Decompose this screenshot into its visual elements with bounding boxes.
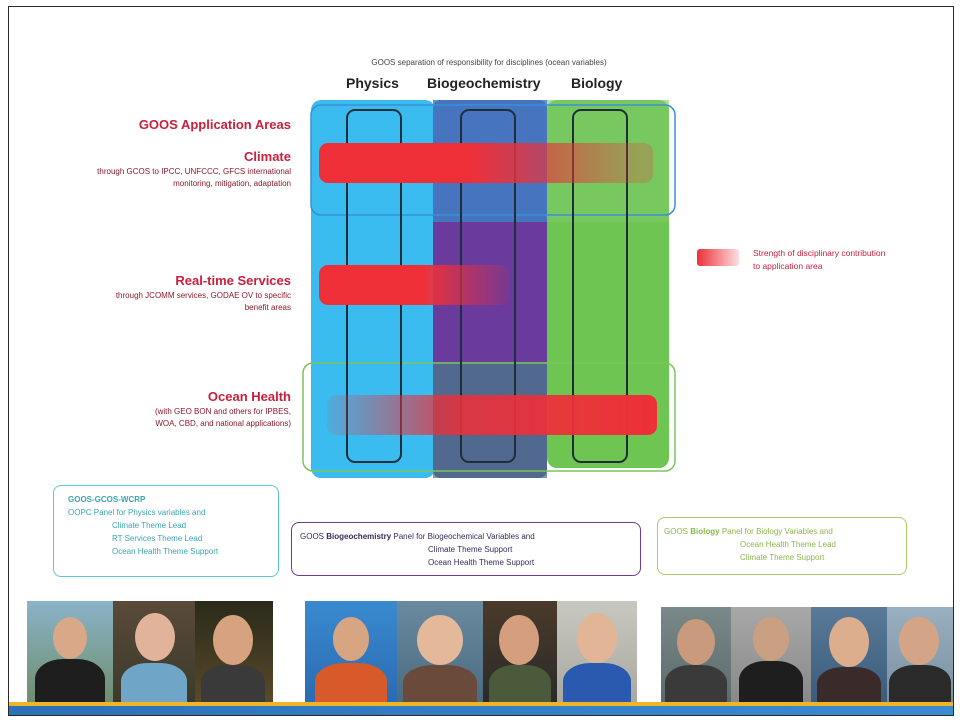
column-header-physics: Physics bbox=[346, 75, 399, 91]
panel-physics-line3: Climate Theme Lead bbox=[112, 521, 187, 530]
panel-biogeochemistry-bold: Biogeochemistry bbox=[326, 532, 392, 541]
panel-biogeochemistry-line1: GOOS Biogeochemistry Panel for Biogeoche… bbox=[300, 531, 535, 543]
panel-physics-line2: OOPC Panel for Physics variables and bbox=[68, 508, 206, 517]
photo-person bbox=[113, 601, 195, 705]
area-title-realtime-services: Real-time Services bbox=[175, 273, 291, 288]
area-description-climate: through GCOS to IPCC, UNFCCC, GFCS inter… bbox=[97, 167, 291, 188]
legend-swatch bbox=[697, 249, 739, 266]
panel-physics-title: GOOS-GCOS-WCRP bbox=[68, 495, 146, 504]
photo-person bbox=[27, 601, 113, 705]
photo-person bbox=[557, 601, 637, 705]
panel-biogeochemistry-prefix: GOOS bbox=[300, 532, 325, 541]
legend-label: Strength of disciplinary contribution to… bbox=[753, 248, 886, 271]
photo-person bbox=[305, 601, 397, 705]
panel-physics-line5: Ocean Health Theme Support bbox=[112, 547, 219, 556]
panel-biology-line2: Ocean Health Theme Lead bbox=[740, 540, 836, 549]
slide-frame: GOOS separation of responsibility for di… bbox=[8, 6, 954, 716]
panel-biogeochemistry-line3: Ocean Health Theme Support bbox=[428, 558, 535, 567]
discipline-diagram bbox=[302, 100, 739, 478]
photo-person bbox=[887, 607, 953, 705]
footer-bar bbox=[9, 706, 953, 715]
photo-person bbox=[483, 601, 557, 705]
panel-biology-line3: Climate Theme Support bbox=[740, 553, 825, 562]
panel-biogeochemistry-rest: Panel for Biogeochemical Variables and bbox=[393, 532, 535, 541]
photo-person bbox=[195, 601, 273, 705]
area-description-realtime-services: through JCOMM services, GODAE OV to spec… bbox=[115, 291, 291, 312]
area-title-climate: Climate bbox=[244, 149, 291, 164]
panel-physics: GOOS-GCOS-WCRP OOPC Panel for Physics va… bbox=[53, 485, 279, 577]
panel-biology-line1: GOOS Biology Panel for Biology Variables… bbox=[664, 526, 833, 538]
panel-biology-rest: Panel for Biology Variables and bbox=[721, 527, 833, 536]
realtime-strength-bar bbox=[319, 265, 509, 305]
climate-area-outline bbox=[310, 104, 676, 216]
panel-biology-bold: Biology bbox=[690, 527, 720, 536]
column-header-biogeochemistry: Biogeochemistry bbox=[427, 75, 541, 91]
ocean-health-strength-bar bbox=[327, 395, 657, 435]
climate-strength-bar bbox=[319, 143, 653, 183]
column-header-biology: Biology bbox=[571, 75, 623, 91]
panel-biology: GOOS Biology Panel for Biology Variables… bbox=[657, 517, 907, 575]
biology-inner-outline bbox=[572, 109, 628, 463]
panel-biogeochemistry: GOOS Biogeochemistry Panel for Biogeoche… bbox=[291, 522, 641, 576]
photo-person bbox=[397, 601, 483, 705]
photo-person bbox=[731, 607, 811, 705]
application-areas-heading: GOOS Application Areas bbox=[138, 117, 291, 132]
area-title-ocean-health: Ocean Health bbox=[207, 389, 291, 404]
area-description-ocean-health: (with GEO BON and others for IPBES, WOA,… bbox=[154, 407, 291, 428]
panel-biogeochemistry-line2: Climate Theme Support bbox=[428, 545, 513, 554]
ocean-health-area-outline bbox=[302, 362, 676, 472]
footer-accent-bar bbox=[9, 702, 953, 706]
panel-biology-prefix: GOOS bbox=[664, 527, 689, 536]
panel-physics-line4: RT Services Theme Lead bbox=[112, 534, 203, 543]
photo-person bbox=[661, 607, 731, 705]
photo-person bbox=[811, 607, 887, 705]
separation-note: GOOS separation of responsibility for di… bbox=[371, 58, 607, 67]
